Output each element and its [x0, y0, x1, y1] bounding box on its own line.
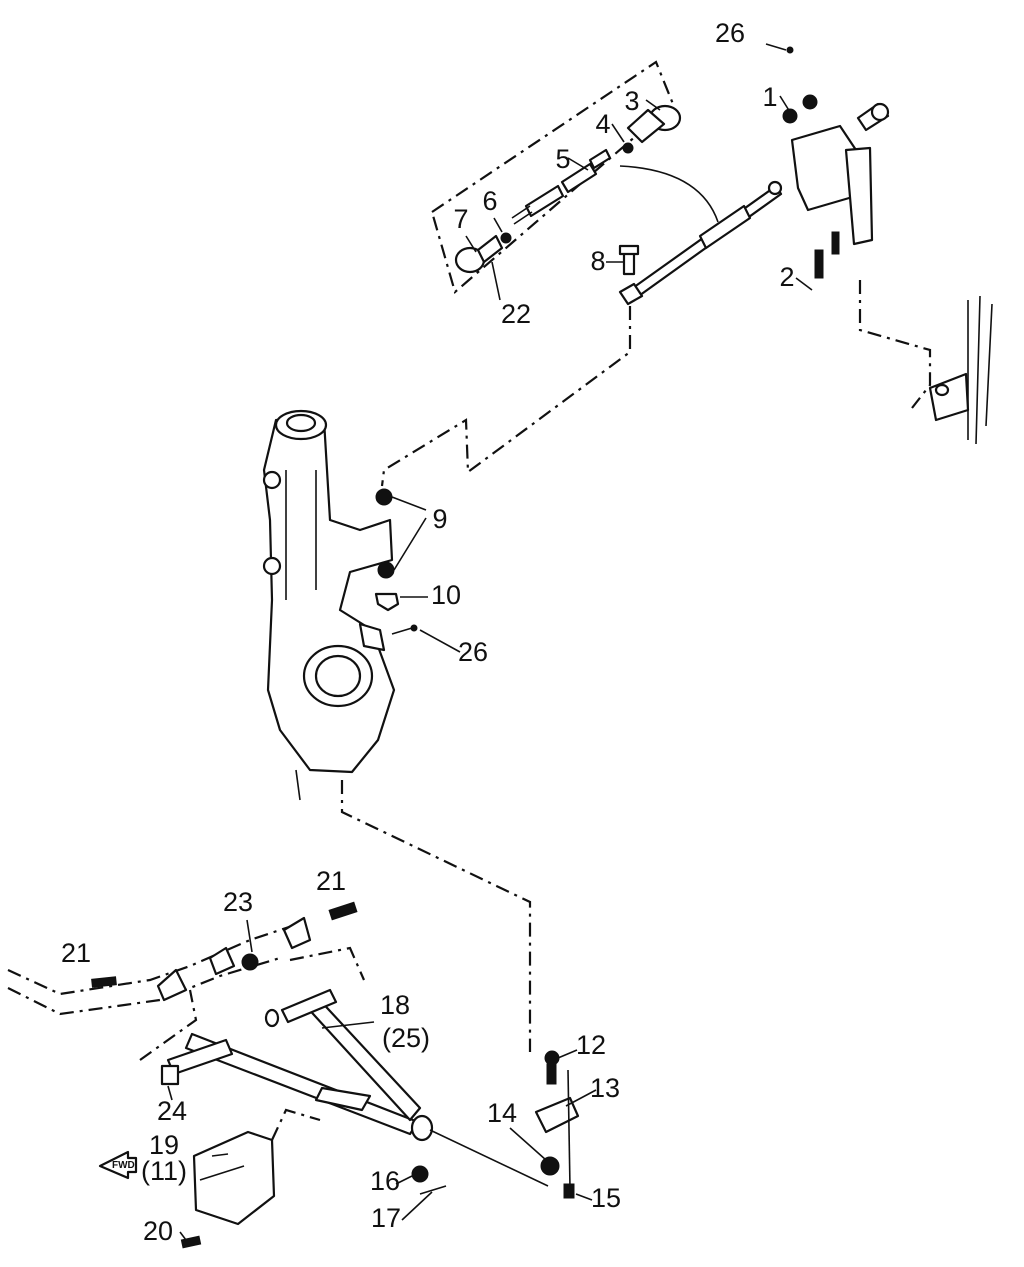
fwd-label: FWD [112, 1160, 135, 1171]
callout-c13: 13 [590, 1073, 620, 1103]
bolt-21-left [91, 976, 117, 988]
frame-mount-left [7, 916, 312, 1016]
nut-9-pair [375, 488, 395, 579]
callout-c14: 14 [487, 1098, 517, 1128]
nut-10 [374, 592, 400, 612]
assembly-line-knuckle-balljoint [340, 780, 532, 1052]
assembly-line-tierod-knuckle [380, 306, 632, 487]
callout-c3: 3 [624, 86, 639, 116]
callout-c9: 9 [432, 504, 447, 534]
callout-c18: 18 [380, 990, 410, 1020]
callout-c23: 23 [223, 887, 253, 917]
tie-rod-end-inner [454, 234, 504, 274]
callout-c2: 2 [779, 262, 794, 292]
tie-rod-detail-box [430, 60, 675, 294]
callout-c19: 19 [149, 1130, 179, 1160]
callout-c17: 17 [371, 1203, 401, 1233]
tie-rod-link-line [619, 165, 719, 223]
callout-c26b: 26 [458, 637, 488, 667]
steering-column-bracket [782, 94, 890, 279]
fwd-arrow-icon: FWD [98, 1150, 138, 1180]
skid-plate-19 [192, 1108, 321, 1226]
callout-c12: 12 [576, 1030, 606, 1060]
callout-c11: (11) [141, 1156, 187, 1186]
callout-c6: 6 [482, 186, 497, 216]
callout-c1: 1 [762, 82, 777, 112]
callout-c21a: 21 [316, 866, 346, 896]
callout-c4: 4 [595, 109, 610, 139]
bolt-21-right [328, 901, 358, 921]
callout-c22: 22 [501, 299, 531, 329]
callout-c20: 20 [143, 1216, 173, 1246]
bolt-8 [618, 244, 640, 276]
ball-joint-parts [411, 1050, 580, 1199]
bolt-26-knuckle [391, 624, 418, 635]
callout-c15: 15 [591, 1183, 621, 1213]
leader-lines [167, 95, 813, 1241]
tie-rod [618, 180, 783, 306]
callout-c26a: 26 [715, 18, 745, 48]
callout-c16: 16 [370, 1166, 400, 1196]
callout-c10: 10 [431, 580, 461, 610]
tie-rod-end-outer [622, 104, 682, 154]
tie-rod-inner-parts [500, 148, 612, 244]
steering-knuckle [262, 409, 396, 801]
callout-c8: 8 [590, 246, 605, 276]
frame-section-right [858, 280, 993, 445]
callout-c24: 24 [157, 1096, 187, 1126]
bolt-26-top [765, 43, 794, 54]
callout-c21b: 21 [61, 938, 91, 968]
callout-c25: (25) [382, 1023, 430, 1053]
callout-c5: 5 [555, 144, 570, 174]
callout-c7: 7 [453, 204, 468, 234]
